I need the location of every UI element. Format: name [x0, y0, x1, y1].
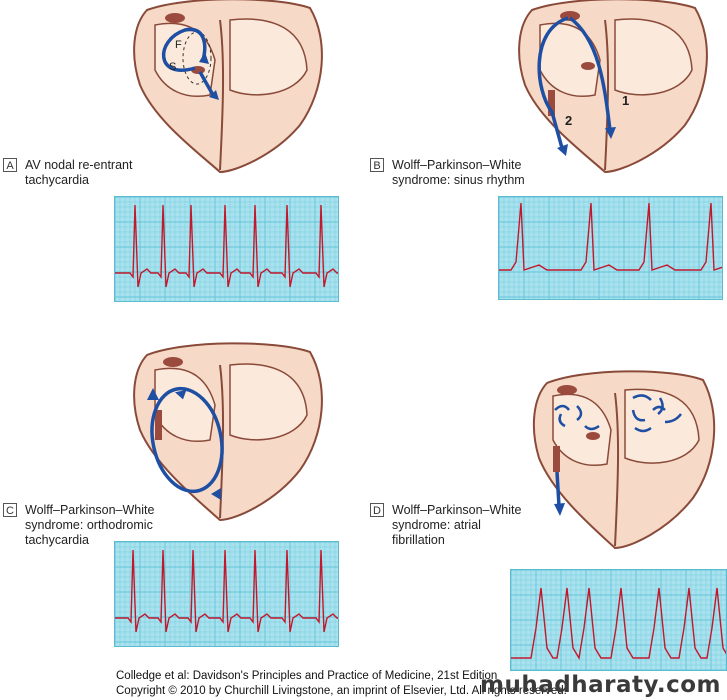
ecg-trace — [511, 587, 726, 660]
ecg-trace — [115, 549, 338, 633]
label-2: 2 — [565, 113, 572, 128]
panel-d-caption: Wolff–Parkinson–White syndrome: atrial f… — [392, 503, 522, 547]
panel-letter-a: A — [3, 158, 17, 172]
panel-d-label: D Wolff–Parkinson–White syndrome: atrial… — [370, 503, 521, 548]
av-node — [586, 432, 600, 440]
credit-line-2: Copyright © 2010 by Churchill Livingston… — [116, 685, 567, 697]
heart-illustration-b: 1 2 — [518, 0, 708, 174]
ecg-grid — [499, 197, 722, 299]
ecg-trace — [115, 204, 338, 288]
figure-credit: Colledge et al: Davidson's Principles an… — [116, 669, 567, 699]
panel-b-label: B Wolff–Parkinson–White syndrome: sinus … — [370, 158, 525, 188]
ecg-strip-b — [498, 196, 723, 300]
credit-line-1: Colledge et al: Davidson's Principles an… — [116, 670, 498, 682]
reentry-arrow — [161, 27, 207, 72]
panel-a-label: A AV nodal re-entrant tachycardia — [3, 158, 132, 188]
heart-illustration-c — [133, 342, 323, 522]
heart-illustration-a: F S — [133, 0, 323, 174]
ecg-strip-c — [114, 541, 339, 647]
panel-c-label: C Wolff–Parkinson–White syndrome: orthod… — [3, 503, 154, 548]
reentry-loop — [150, 386, 224, 494]
accessory-pathway — [548, 90, 555, 116]
label-f: F — [175, 39, 182, 51]
ecg-trace — [499, 202, 722, 271]
site-watermark-logo: muhadharaty.com — [480, 672, 721, 698]
heart-illustration-d — [532, 370, 716, 550]
sa-node — [557, 385, 577, 395]
ecg-strip-a — [114, 196, 339, 302]
panel-letter-c: C — [3, 503, 17, 517]
panel-c-caption: Wolff–Parkinson–White syndrome: orthodro… — [25, 503, 155, 547]
ecg-strip-d — [510, 569, 727, 671]
sa-node — [163, 357, 183, 367]
av-node — [581, 62, 595, 70]
accessory-pathway — [553, 446, 560, 472]
label-s: S — [169, 61, 176, 73]
panel-a-caption: AV nodal re-entrant tachycardia — [25, 158, 133, 187]
sa-node — [165, 13, 185, 23]
conduction-arrow — [537, 16, 569, 149]
panel-letter-b: B — [370, 158, 384, 172]
fibrillation-arrows — [554, 394, 682, 433]
ecg-grid — [511, 570, 726, 670]
panel-b-caption: Wolff–Parkinson–White syndrome: sinus rh… — [392, 158, 525, 187]
accessory-pathway — [155, 410, 162, 440]
conduction-arrow — [555, 471, 561, 507]
label-1: 1 — [622, 93, 629, 108]
panel-letter-d: D — [370, 503, 384, 517]
